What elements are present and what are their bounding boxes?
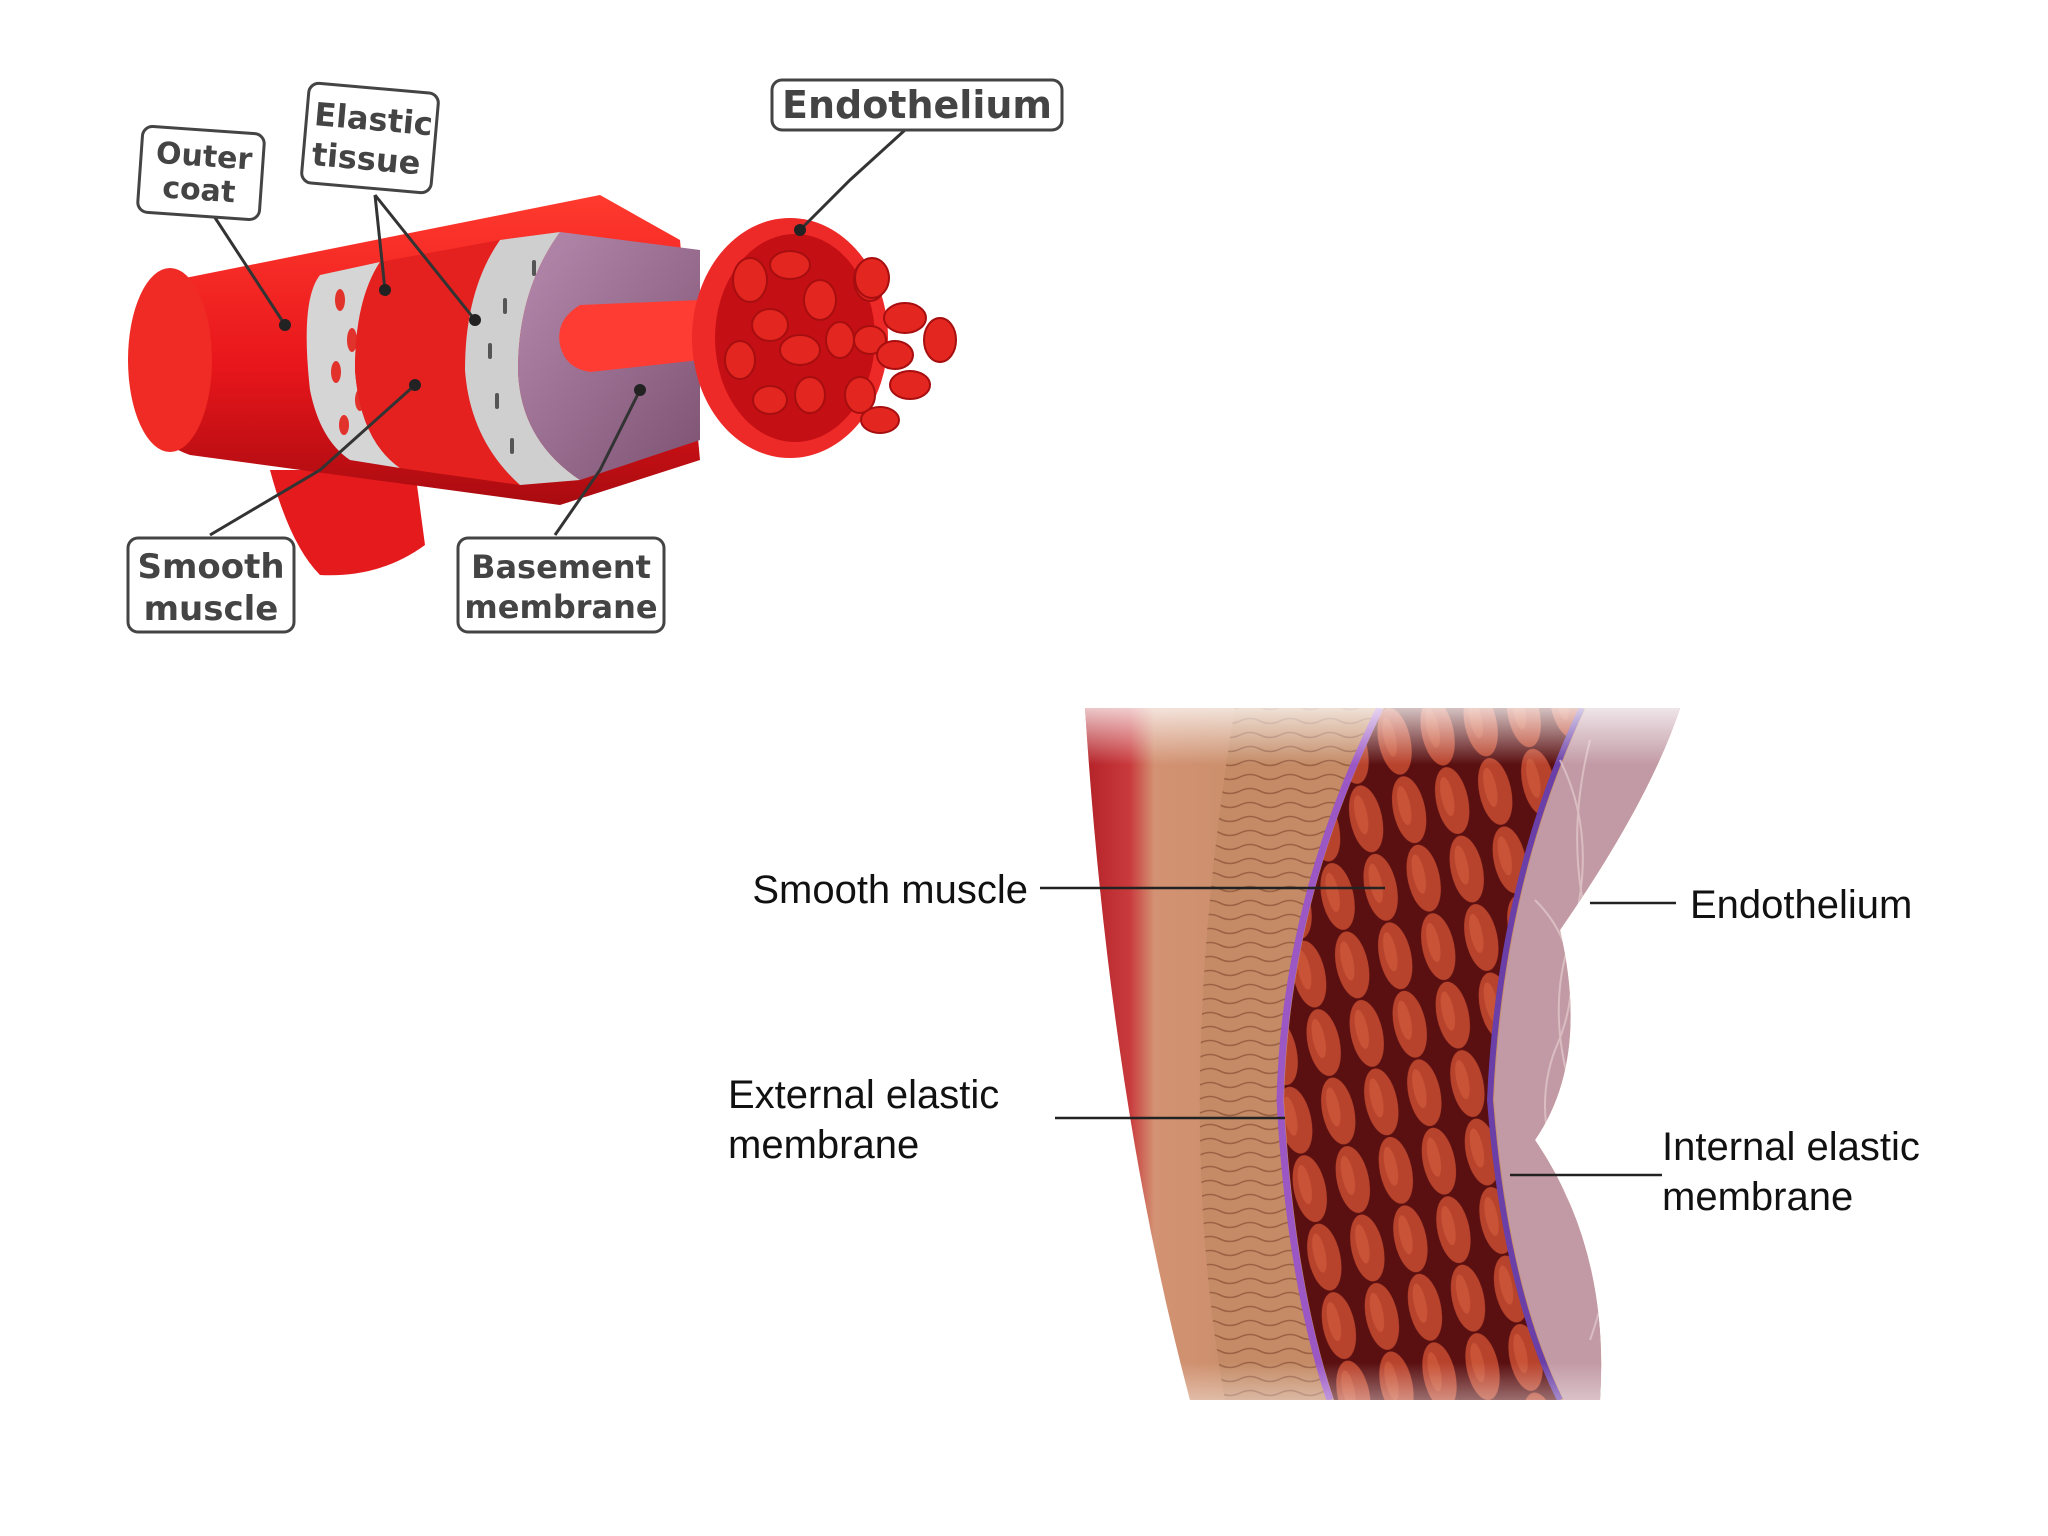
svg-text:Outer: Outer (155, 136, 254, 178)
svg-text:coat: coat (161, 170, 236, 210)
label-elastic-tissue: Elastic tissue (300, 81, 440, 195)
svg-text:Smooth: Smooth (137, 547, 284, 587)
svg-text:membrane: membrane (464, 588, 657, 626)
svg-text:Internal elastic: Internal elastic (1662, 1125, 1920, 1169)
label-smooth-muscle-section: Smooth muscle (752, 868, 1028, 912)
label-internal-elastic-membrane: Internal elastic membrane (1662, 1125, 1920, 1219)
label-outer-coat: Outer coat (136, 125, 266, 221)
elastic-tissue-outer (306, 262, 400, 468)
smooth-muscle-layer (355, 240, 520, 485)
svg-text:Basement: Basement (471, 548, 651, 586)
vessel-wall-cross-section: Smooth muscle Endothelium External elast… (728, 708, 1920, 1400)
elastic-tissue-inner (465, 232, 580, 485)
svg-text:muscle: muscle (144, 589, 279, 629)
label-smooth-muscle-top: Smooth muscle (126, 536, 296, 634)
artery-3d-illustration: Outer coat Elastic tissue Endothelium Sm… (126, 78, 1064, 634)
svg-text:External elastic: External elastic (728, 1073, 999, 1117)
svg-text:membrane: membrane (1662, 1175, 1853, 1219)
endothelium-layer (559, 300, 700, 372)
svg-text:tissue: tissue (310, 135, 422, 182)
label-endothelium-top: Endothelium (770, 78, 1064, 132)
callout-lines (208, 128, 907, 537)
callout-anchors (279, 224, 806, 396)
red-blood-cells (724, 250, 957, 434)
label-external-elastic-membrane: External elastic membrane (728, 1073, 999, 1167)
branch-vessel (270, 470, 425, 576)
svg-text:membrane: membrane (728, 1123, 919, 1167)
label-endothelium-section: Endothelium (1690, 883, 1912, 927)
svg-text:Endothelium: Endothelium (782, 83, 1052, 127)
label-basement-membrane: Basement membrane (456, 536, 666, 634)
section-callout-lines (1040, 886, 1676, 1177)
